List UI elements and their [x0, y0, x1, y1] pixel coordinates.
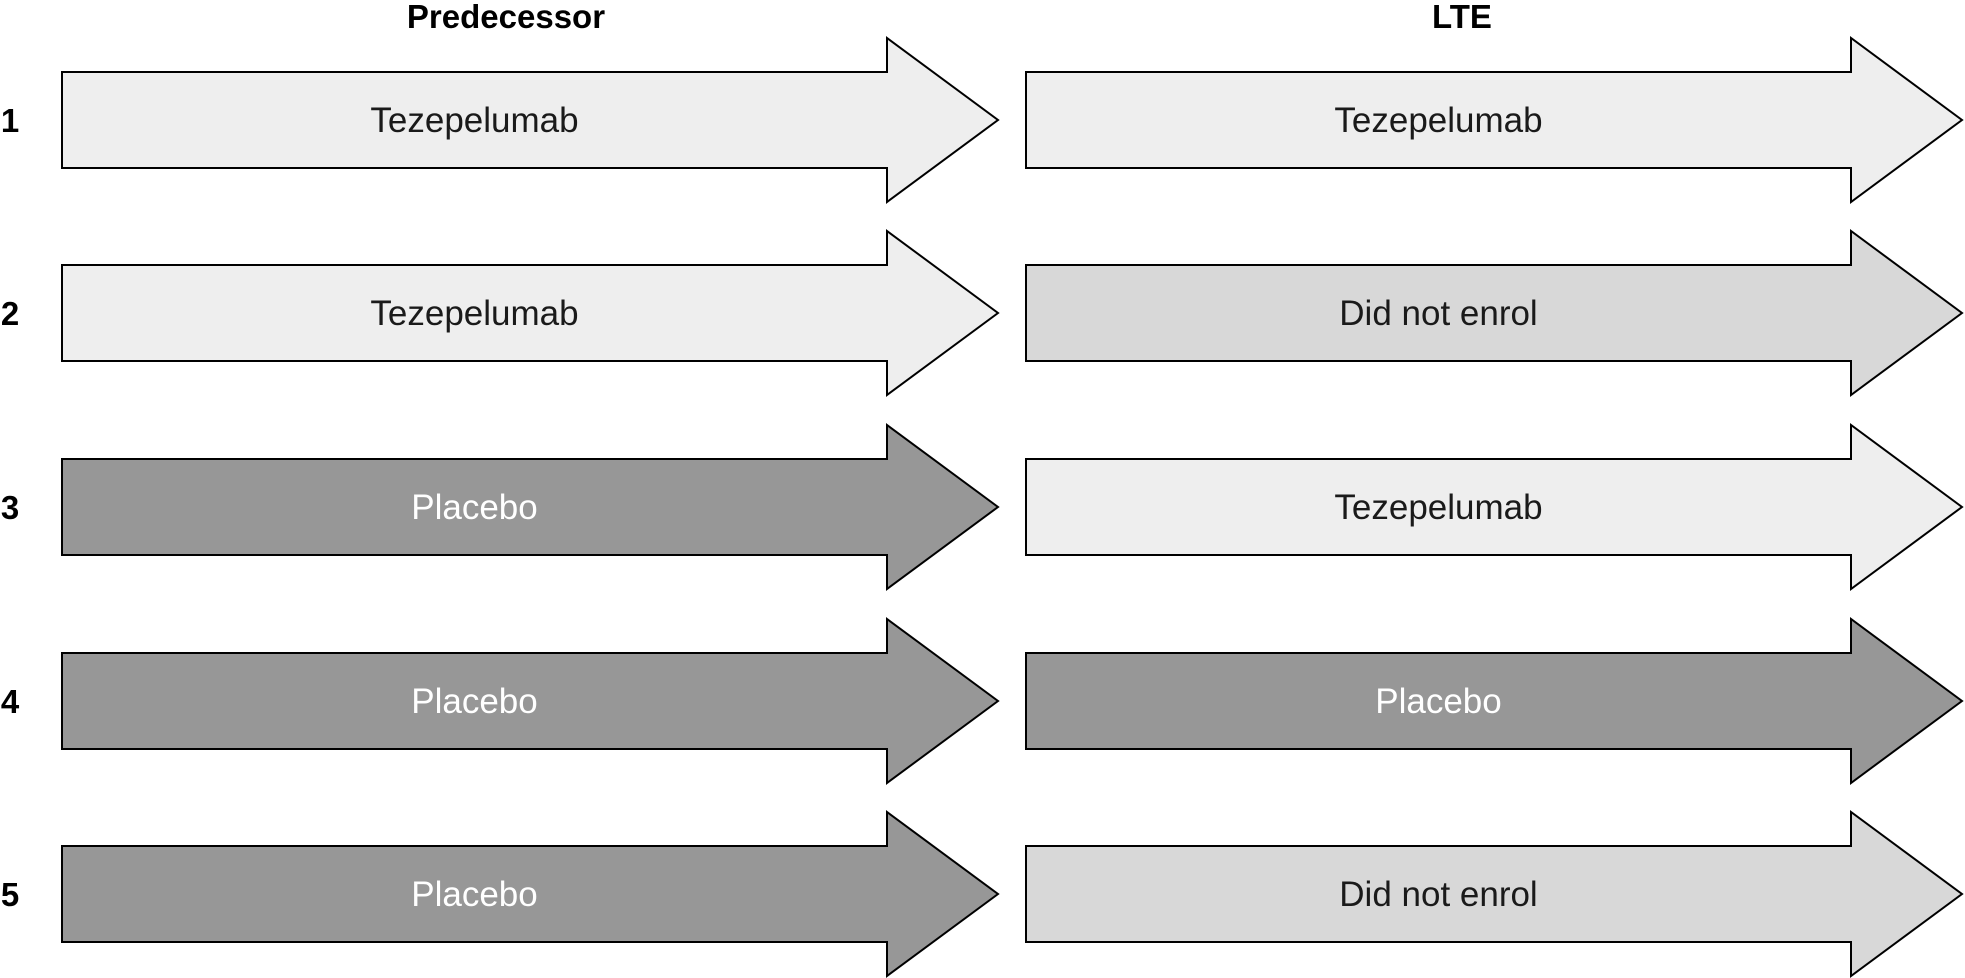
predecessor-arrow-label: Placebo [411, 682, 537, 721]
predecessor-arrow-label: Placebo [411, 488, 537, 527]
predecessor-arrow-tezepelumab [61, 36, 1000, 204]
header-predecessor: Predecessor [407, 0, 605, 35]
lte-arrow-label: Tezepelumab [1334, 488, 1542, 527]
lte-arrow-did-not-enrol [1025, 810, 1964, 978]
lte-arrow-label: Did not enrol [1339, 875, 1537, 914]
diagram-row: 2 Tezepelumab Did not enrol [1, 229, 1964, 397]
predecessor-arrow-tezepelumab [61, 229, 1000, 397]
diagram-row: 1 Tezepelumab Tezepelumab [1, 36, 1964, 204]
row-number: 5 [1, 876, 19, 913]
diagram-row: 3 Placebo Tezepelumab [1, 423, 1964, 591]
predecessor-arrow-label: Tezepelumab [370, 294, 578, 333]
diagram-row: 4 Placebo Placebo [1, 617, 1964, 785]
lte-arrow-placebo [1025, 617, 1964, 785]
lte-arrow-label: Did not enrol [1339, 294, 1537, 333]
row-number: 2 [1, 295, 19, 332]
lte-arrow-did-not-enrol [1025, 229, 1964, 397]
header-lte: LTE [1432, 0, 1492, 35]
predecessor-arrow-label: Tezepelumab [370, 101, 578, 140]
lte-arrow-label: Tezepelumab [1334, 101, 1542, 140]
lte-arrow-label: Placebo [1375, 682, 1501, 721]
predecessor-arrow-placebo [61, 617, 1000, 785]
predecessor-arrow-placebo [61, 423, 1000, 591]
row-number: 4 [1, 683, 20, 720]
row-number: 1 [1, 102, 19, 139]
lte-arrow-tezepelumab [1025, 423, 1964, 591]
lte-arrow-tezepelumab [1025, 36, 1964, 204]
row-number: 3 [1, 489, 19, 526]
predecessor-arrow-placebo [61, 810, 1000, 978]
diagram-row: 5 Placebo Did not enrol [1, 810, 1964, 978]
predecessor-arrow-label: Placebo [411, 875, 537, 914]
